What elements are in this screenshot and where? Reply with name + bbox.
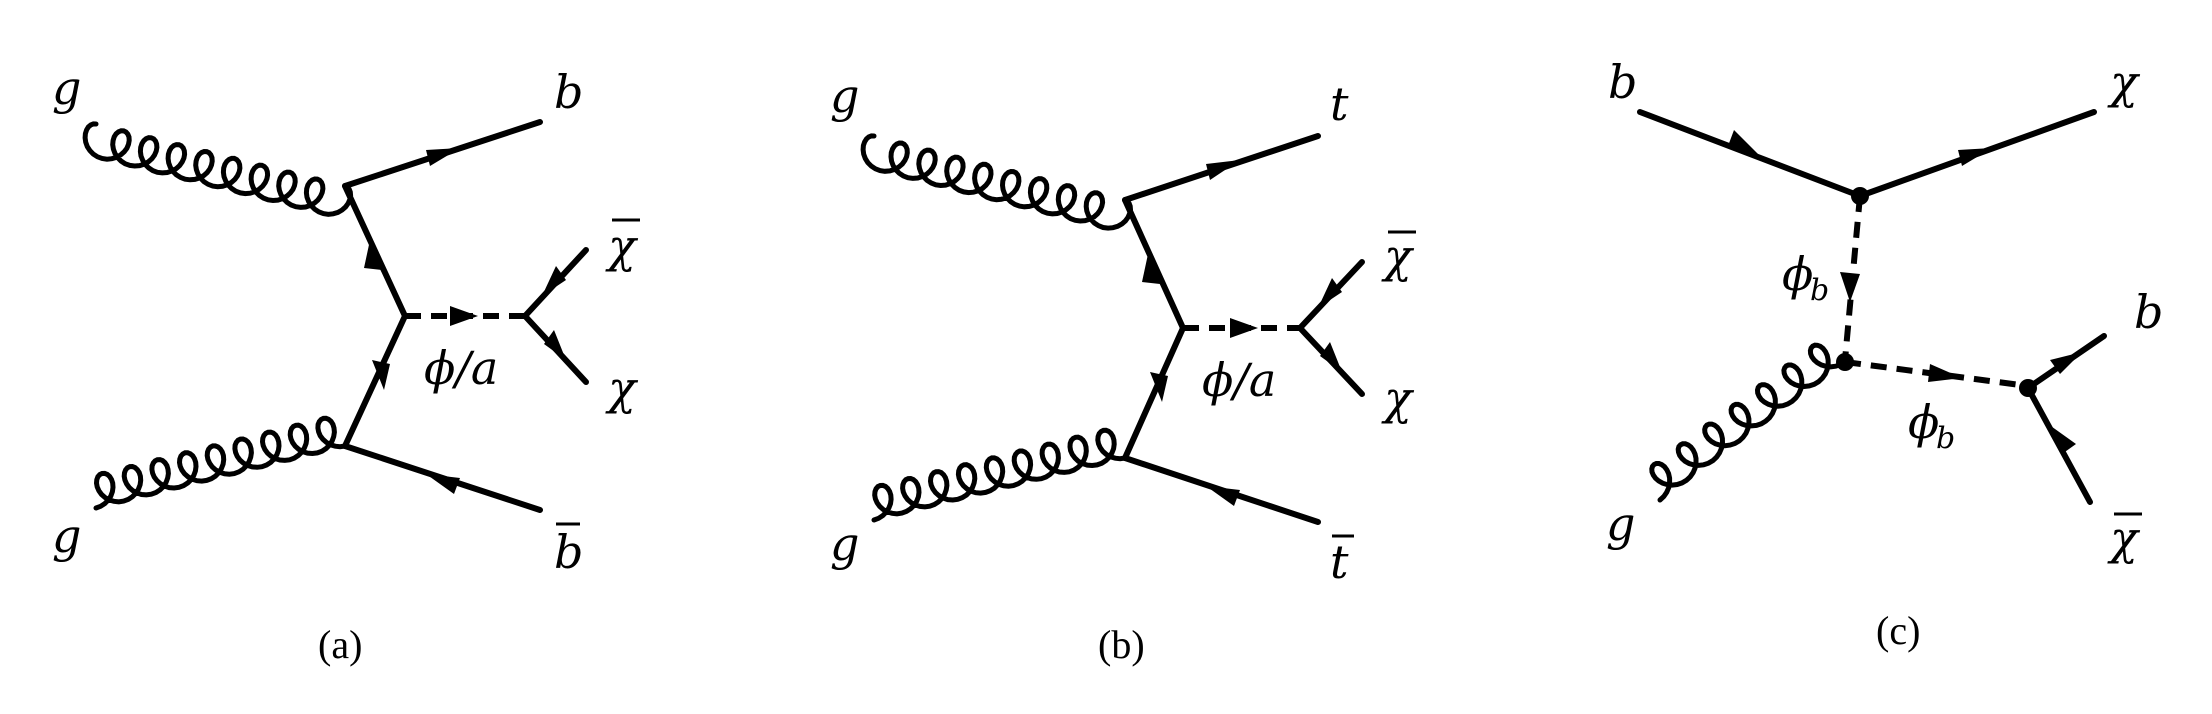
gluon-line-top-a [82,121,354,217]
arrow-icon [372,360,390,390]
gluon-line-bottom-a [93,415,348,511]
arrow-icon [1230,318,1258,338]
panel-a: g g b b ϕ/a χ χ (a) [52,61,640,667]
quark-propagator-lower-a [342,313,408,449]
label-out-dm-bar-c: χ [2107,511,2141,565]
quark-line-incoming-b-c [1637,109,1863,199]
panel-c: b χ g ϕ b ϕ b b χ (c) [1606,55,2163,653]
arrow-icon [1150,372,1168,402]
arrow-icon [1206,486,1240,506]
arrow-icon [2050,352,2082,374]
label-g-bottom-b: g [830,517,859,571]
arrow-icon [450,306,478,326]
arrow-icon [544,330,566,360]
label-mediator-h-sub-c: b [1936,421,1955,456]
label-mediator-v-sub-c: b [1810,273,1829,308]
label-mediator-a: ϕ/a [424,341,498,395]
arrow-icon [1840,272,1860,302]
arrow-icon [1142,254,1160,284]
arrow-icon [426,148,460,166]
arrow-icon [1320,342,1342,372]
quark-propagator-lower-b [1122,325,1186,461]
label-g-bottom-a: g [52,509,81,563]
label-out-bottom-b: t [1330,535,1349,589]
gluon-line-bottom-b [871,427,1128,523]
arrow-icon [1728,130,1762,158]
arrow-icon [1318,278,1342,308]
label-dm-b: χ [1381,371,1415,425]
arrow-icon [426,474,460,494]
label-dm-bar-a: χ [605,219,639,273]
label-mediator-v-c: ϕ [1782,247,1813,301]
quark-propagator-upper-a [342,183,408,319]
label-out-top-c: χ [2107,55,2141,109]
label-out-top-b: t [1330,77,1349,131]
label-g-top-a: g [52,61,81,115]
label-dm-bar-b: χ [1381,229,1415,283]
caption-b: (b) [1098,622,1145,667]
label-g-top-b: g [830,69,859,123]
gluon-line-top-b [860,133,1134,231]
caption-c: (c) [1876,608,1920,653]
arrow-icon [2048,424,2076,454]
panel-b: g g t t ϕ/a χ χ (b) [830,69,1416,667]
caption-a: (a) [318,622,362,667]
gluon-line-c [1649,342,1848,503]
arrow-icon [542,266,566,296]
arrow-icon [1206,160,1240,180]
label-mediator-h-c: ϕ [1908,395,1939,449]
label-in-top-c: b [1608,55,1637,109]
label-mediator-b: ϕ/a [1202,353,1276,407]
arrow-icon [1958,148,1992,166]
label-g-bottom-c: g [1606,497,1635,551]
label-out-top-a: b [554,65,583,119]
quark-propagator-upper-b [1122,197,1186,331]
arrow-icon [364,240,382,270]
arrow-icon [1928,364,1962,382]
label-out-b-c: b [2134,285,2163,339]
label-out-bottom-a: b [554,525,583,579]
label-dm-a: χ [605,361,639,415]
